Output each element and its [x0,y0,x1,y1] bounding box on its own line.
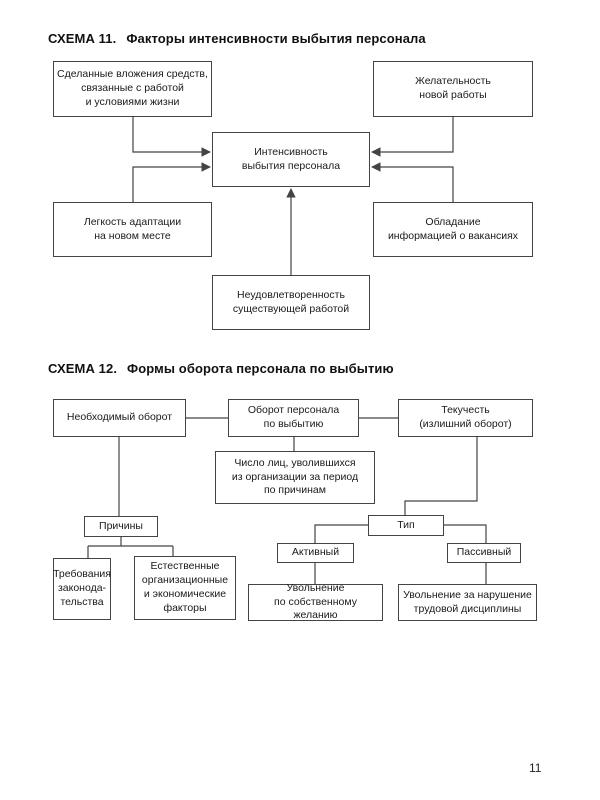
line-churn-type [404,437,478,515]
arrow-investments-to-intensity [132,117,211,157]
schema11-title-text: Факторы интенсивности выбытия персонала [126,31,426,46]
line-reasons-bracket [87,537,174,558]
node-investments: Сделанные вложения средств, связанные с … [53,61,212,117]
line-type-passive [444,524,487,543]
schema12-title: СХЕМА 12. Формы оборота персонала по выбы… [48,361,394,376]
arrow-adaptation-to-intensity [132,162,211,202]
node-type: Тип [368,515,444,536]
page-number: 11 [529,761,542,775]
node-reasons: Причины [84,516,158,537]
node-voluntary-dismissal: Увольнение по собственному желанию [248,582,383,621]
node-vacancy-info: Обладание информацией о вакансиях [373,202,533,257]
node-dissatisfaction: Неудовлетворенность существующей работой [212,275,370,330]
node-count: Число лиц, уволившихся из организации за… [215,451,375,504]
node-turnover: Оборот персонала по выбытию [228,399,359,437]
arrow-vacancy-to-intensity [371,162,454,202]
node-natural-factors: Естественные организационные и экономиче… [134,556,236,620]
node-passive: Пассивный [447,543,521,563]
node-law-requirements: Требования законода- тельства [53,558,111,620]
schema12-title-text: Формы оборота персонала по выбытию [127,361,394,376]
node-necessary-turnover: Необходимый оборот [53,399,186,437]
node-intensity: Интенсивность выбытия персонала [212,132,370,187]
node-active: Активный [277,543,354,563]
node-desirability: Желательность новой работы [373,61,533,117]
node-adaptation: Легкость адаптации на новом месте [53,202,212,257]
node-churn: Текучесть (излишний оборот) [398,399,533,437]
schema11-title-label: СХЕМА 11. [48,31,117,46]
schema11-title: СХЕМА 11. Факторы интенсивности выбытия п… [48,31,426,46]
schema12-title-label: СХЕМА 12. [48,361,118,376]
arrow-desirability-to-intensity [371,117,454,157]
line-type-active [314,524,368,543]
node-violation-dismissal: Увольнение за нарушение трудовой дисципл… [398,584,537,621]
